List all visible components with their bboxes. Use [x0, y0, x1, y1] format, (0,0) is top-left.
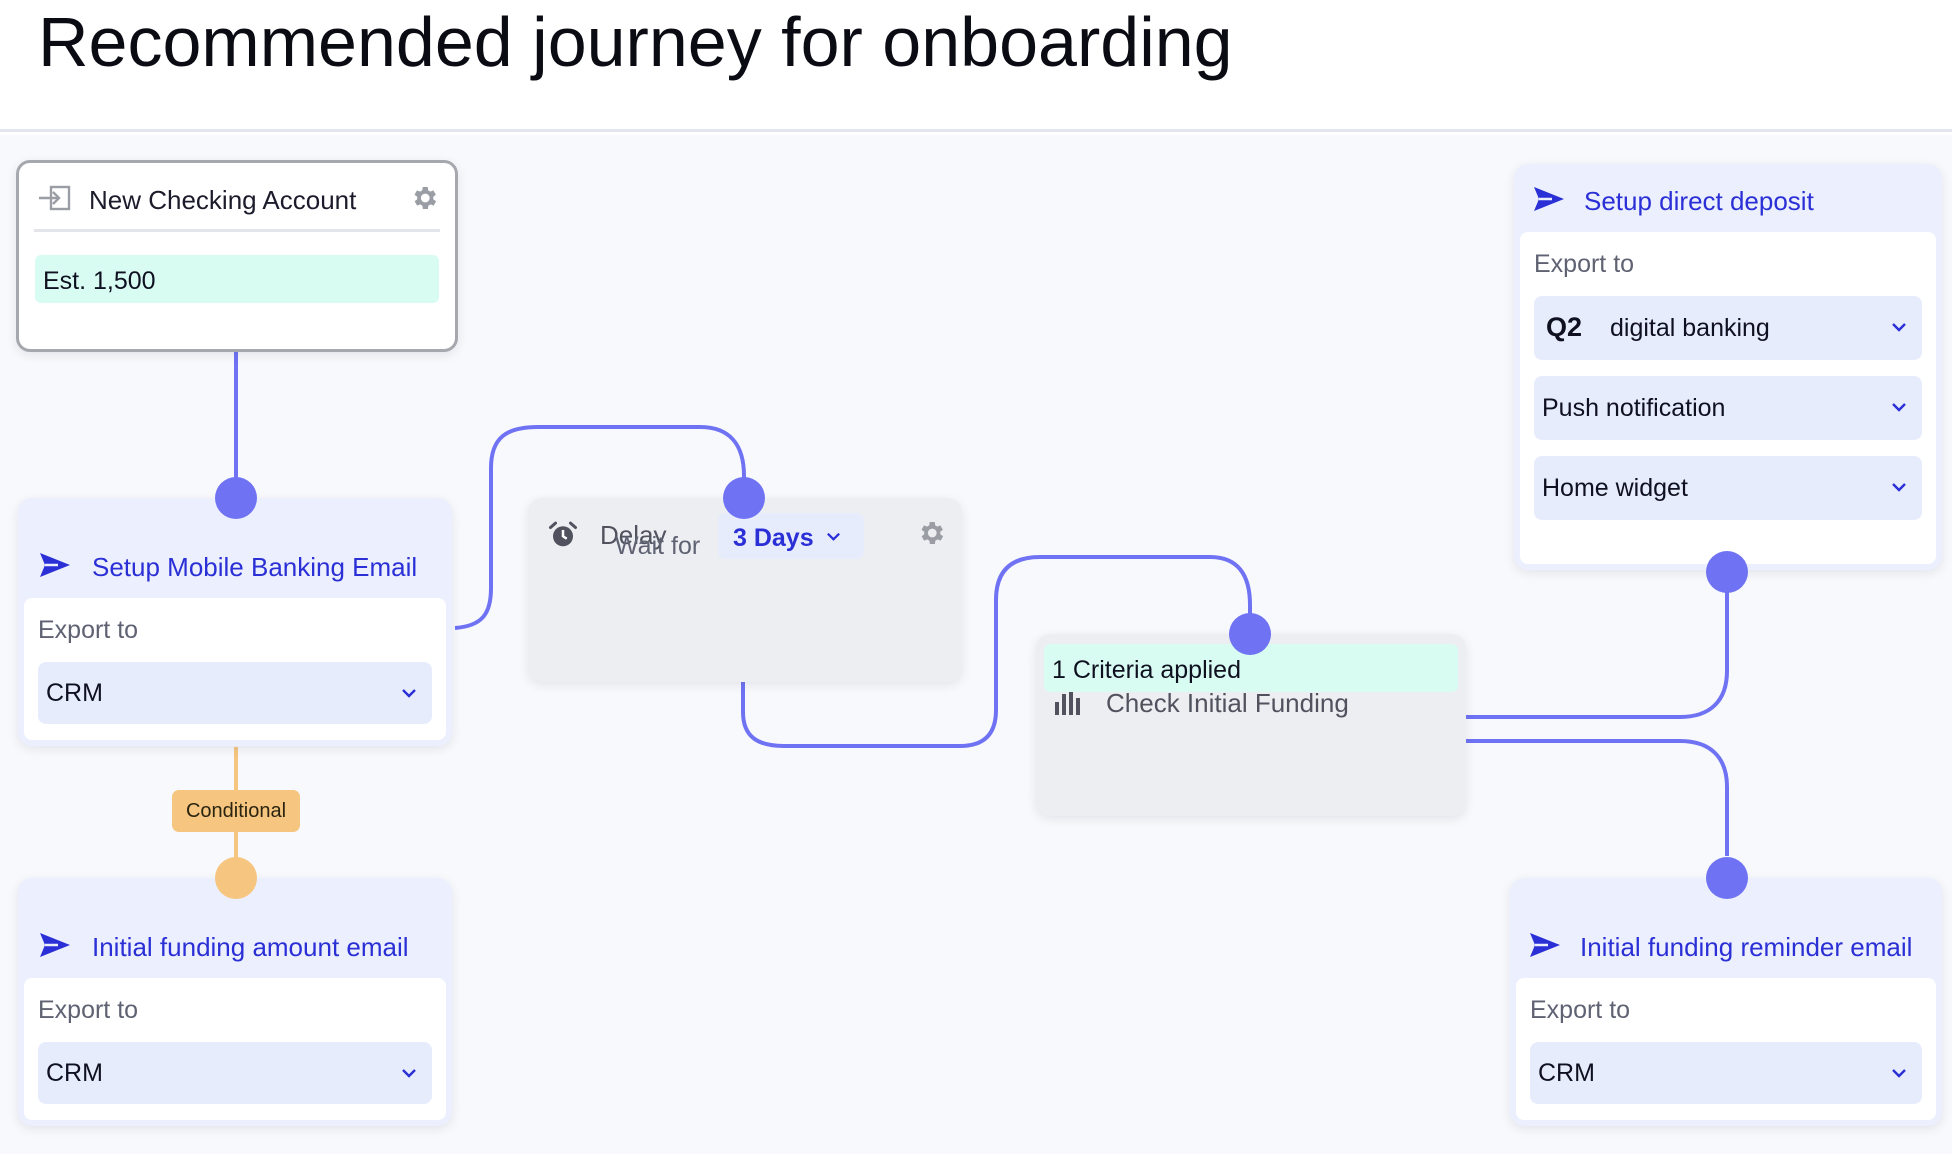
- connector-delay-to-check: [741, 555, 1252, 748]
- export-to-label: Export to: [38, 996, 139, 1024]
- delay-title: Delay: [600, 520, 667, 550]
- direct-deposit-title: Setup direct deposit: [1584, 186, 1814, 216]
- delay-node[interactable]: Delay Wait for 3 Days: [528, 498, 962, 682]
- export-dropdown-digital-banking[interactable]: Q2 digital banking: [1534, 296, 1922, 360]
- gear-icon[interactable]: [409, 183, 439, 213]
- alarm-clock-icon: [549, 521, 577, 547]
- page-title: Recommended journey for onboarding: [38, 3, 1233, 81]
- check-funding-node[interactable]: Check Initial Funding 1 Criteria applied: [1036, 634, 1466, 816]
- export-value: digital banking: [1610, 314, 1770, 342]
- funding-reminder-email-body: Export to CRM: [1516, 978, 1936, 1120]
- check-funding-input-port[interactable]: [1229, 613, 1271, 655]
- funding-reminder-email-node[interactable]: Initial funding reminder email Export to…: [1510, 878, 1942, 1126]
- funding-amount-email-title: Initial funding amount email: [92, 932, 409, 962]
- funding-amount-input-port[interactable]: [215, 857, 257, 899]
- chevron-down-icon: [1892, 323, 1906, 332]
- q2-logo: Q2: [1546, 312, 1583, 342]
- mobile-banking-email-node[interactable]: Setup Mobile Banking Email Export to CRM: [18, 498, 452, 746]
- mobile-email-input-port[interactable]: [215, 477, 257, 519]
- trigger-title: New Checking Account: [89, 185, 357, 215]
- chevron-down-icon: [1892, 403, 1906, 412]
- mobile-banking-email-title: Setup Mobile Banking Email: [92, 552, 418, 582]
- estimate-badge: Est. 1,500: [35, 255, 439, 303]
- bar-chart-icon: [1055, 687, 1080, 715]
- wait-duration-dropdown[interactable]: 3 Days: [718, 513, 864, 559]
- send-icon: [1530, 933, 1560, 957]
- estimate-text: Est. 1,500: [43, 267, 156, 295]
- export-to-label: Export to: [1534, 250, 1635, 278]
- send-icon: [40, 933, 70, 957]
- send-icon: [1534, 187, 1564, 211]
- send-icon: [40, 553, 70, 577]
- chevron-down-icon: [1892, 1069, 1906, 1078]
- trigger-divider: [34, 229, 440, 232]
- export-dropdown-crm[interactable]: CRM: [38, 1042, 432, 1104]
- export-value: CRM: [46, 1059, 103, 1087]
- export-to-label: Export to: [38, 616, 139, 644]
- wait-duration-value: 3 Days: [733, 524, 814, 552]
- mobile-banking-email-body: Export to CRM: [24, 598, 446, 740]
- enter-icon: [39, 185, 71, 211]
- funding-reminder-email-title: Initial funding reminder email: [1580, 932, 1913, 962]
- delay-input-port[interactable]: [723, 477, 765, 519]
- export-dropdown-push-notification[interactable]: Push notification: [1534, 376, 1922, 440]
- export-dropdown-crm[interactable]: CRM: [38, 662, 432, 724]
- direct-deposit-body: Export to Q2 digital banking Push notifi…: [1520, 232, 1936, 564]
- funding-amount-email-body: Export to CRM: [24, 978, 446, 1120]
- delay-body: Wait for 3 Days: [528, 498, 962, 606]
- export-value: Push notification: [1542, 394, 1726, 422]
- chevron-down-icon: [1892, 483, 1906, 492]
- connector-check-to-reminder: [1466, 739, 1729, 856]
- criteria-text: 1 Criteria applied: [1052, 656, 1241, 684]
- chevron-down-icon: [402, 689, 416, 698]
- chevron-down-icon: [827, 532, 840, 541]
- export-value: CRM: [46, 679, 103, 707]
- funding-reminder-input-port[interactable]: [1706, 857, 1748, 899]
- funding-amount-email-node[interactable]: Initial funding amount email Export to C…: [18, 878, 452, 1126]
- direct-deposit-output-port[interactable]: [1706, 551, 1748, 593]
- wait-for-label: Wait for: [615, 532, 701, 560]
- export-dropdown-crm[interactable]: CRM: [1530, 1042, 1922, 1104]
- conditional-badge[interactable]: Conditional: [172, 790, 300, 832]
- export-value: Home widget: [1542, 474, 1688, 502]
- trigger-node[interactable]: New Checking Account Est. 1,500: [16, 160, 458, 352]
- page-header: Recommended journey for onboarding: [0, 0, 1952, 132]
- direct-deposit-node[interactable]: Setup direct deposit Export to Q2 digita…: [1514, 164, 1942, 570]
- export-to-label: Export to: [1530, 996, 1631, 1024]
- check-funding-title: Check Initial Funding: [1106, 688, 1349, 718]
- export-dropdown-home-widget[interactable]: Home widget: [1534, 456, 1922, 520]
- connector-check-to-deposit: [1466, 592, 1729, 719]
- connector-mobile-email-to-delay: [454, 425, 746, 630]
- export-value: CRM: [1538, 1059, 1595, 1087]
- gear-icon[interactable]: [916, 518, 946, 548]
- chevron-down-icon: [402, 1069, 416, 1078]
